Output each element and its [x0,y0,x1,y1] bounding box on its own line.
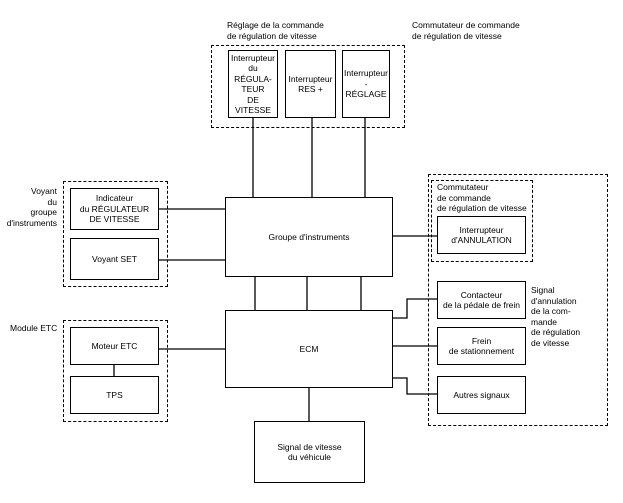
box-brake-pedal-switch: Contacteur de la pédale de frein [437,281,526,319]
box-main-switch: Interrupteur du RÉGULA- TEUR DE VITESSE [228,50,278,118]
box-instrument-cluster: Groupe d'instruments [225,197,393,277]
group-cancel-switch-inner [431,180,533,262]
box-other-signals: Autres signaux [437,376,526,414]
box-set-switch: Interrupteur - RÉGLAGE [342,50,390,118]
line-ecm-other [393,377,437,395]
group-etc-module [63,320,168,422]
group-cancel-signal [428,174,608,426]
box-set-lamp: Voyant SET [70,238,159,280]
line-ecm-brake [393,298,437,319]
label-speed-control-setting: Réglage de la commande de régulation de … [227,20,324,41]
box-ecm: ECM [225,310,393,388]
group-cluster-indicator [63,181,168,287]
group-speed-control-setting [211,45,405,128]
label-cancel-switch-inner: Commutateur de commande de régulation de… [437,182,527,213]
box-cruise-indicator: Indicateur du RÉGULATEUR DE VITESSE [70,188,159,230]
box-parking-brake: Frein de stationnement [437,327,526,365]
label-cancel-signal: Signal d'annulation de la com- mande de … [531,285,581,348]
box-etc-motor: Moteur ETC [70,327,159,365]
box-tps: TPS [70,376,159,414]
label-cluster-indicator: Voyant du groupe d'instruments [6,186,57,228]
box-cancel-switch: Interrupteur d'ANNULATION [437,216,526,254]
box-res-switch: Interrupteur RES + [285,50,336,118]
label-etc-module: Module ETC [10,323,58,333]
box-vehicle-speed: Signal de vitesse du véhicule [254,421,365,483]
label-speed-control-switch: Commutateur de commande de régulation de… [412,20,520,41]
